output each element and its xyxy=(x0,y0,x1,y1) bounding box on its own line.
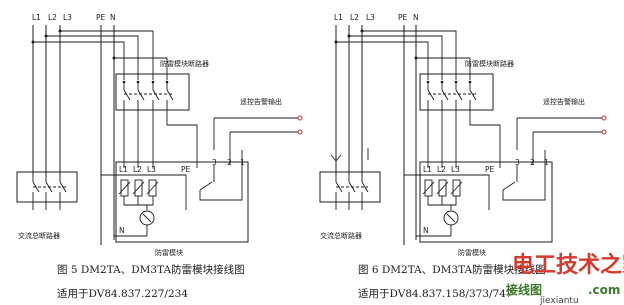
diagram-left: L1 L2 L3 PE N 防雷模块断路器 xyxy=(16,13,303,300)
watermark-domain-cn: 接线图 xyxy=(506,282,542,297)
terminal-l2-label-r: L2 xyxy=(350,13,359,22)
module-l2-label-r: L2 xyxy=(437,165,446,174)
terminal-l3-label-r: L3 xyxy=(366,13,375,22)
surge-module-box xyxy=(115,161,249,243)
surge-breaker-box-r xyxy=(419,73,494,111)
surge-breaker-label: 防雷模块断路器 xyxy=(160,59,209,68)
caption-left: 图 5 DM2TA、DM3TA防雷模块接线图 xyxy=(57,263,245,276)
surge-module-label-r: 防雷模块 xyxy=(458,248,486,257)
surge-breaker-box xyxy=(115,73,190,111)
module-terminal-3: 3 xyxy=(212,158,217,167)
module-l3-label-r: L3 xyxy=(451,165,460,174)
terminal-l1-label-r: L1 xyxy=(334,13,343,22)
applies-to-right: 适用于DV84.837.158/373/747 xyxy=(358,288,513,300)
terminal-n-label-r: N xyxy=(413,13,419,22)
watermark-domain-en: .com xyxy=(588,283,620,297)
alarm-output-label-r: 遥控告警输出 xyxy=(543,97,585,106)
surge-module-box-r xyxy=(419,161,553,243)
terminal-pe-label-r: PE xyxy=(398,13,408,22)
module-l1-label: L1 xyxy=(119,165,128,174)
terminal-l3-label: L3 xyxy=(63,13,72,22)
ac-breaker-box xyxy=(16,171,78,203)
terminal-n-label: N xyxy=(110,13,116,22)
module-pe-label-r: PE xyxy=(485,165,495,174)
surge-breaker-label-r: 防雷模块断路器 xyxy=(465,59,514,68)
terminal-l1-label: L1 xyxy=(32,13,41,22)
watermark-url: jiexiantu xyxy=(539,296,579,305)
ac-breaker-label-r: 交流总断路器 xyxy=(320,231,362,240)
caption-right: 图 6 DM2TA、DM3TA防雷模块接线图 xyxy=(358,263,546,276)
applies-to-left: 适用于DV84.837.227/234 xyxy=(57,288,188,300)
module-pe-label: PE xyxy=(181,165,191,174)
terminal-l2-label: L2 xyxy=(48,13,57,22)
module-n-label: N xyxy=(119,226,125,235)
ac-breaker-box-r xyxy=(319,171,381,203)
terminal-pe-label: PE xyxy=(96,13,106,22)
module-l2-label: L2 xyxy=(133,165,142,174)
diagram-right: L1 L2 L3 PE N 防雷模块断路器 遥控告警输出 xyxy=(319,13,607,300)
module-terminal-1: 1 xyxy=(240,158,245,167)
module-l1-label-r: L1 xyxy=(423,165,432,174)
ac-breaker-label: 交流总断路器 xyxy=(18,231,60,240)
watermark: 电工技术之家 接线图 .com jiexiantu xyxy=(506,252,624,305)
module-terminal-2: 2 xyxy=(227,158,232,167)
module-l3-label: L3 xyxy=(147,165,156,174)
alarm-output-label: 遥控告警输出 xyxy=(240,97,282,106)
watermark-title: 电工技术之家 xyxy=(512,252,624,278)
module-terminal-3-r: 3 xyxy=(515,158,520,167)
surge-module-label: 防雷模块 xyxy=(155,248,183,257)
module-n-label-r: N xyxy=(423,226,429,235)
module-terminal-2-r: 2 xyxy=(530,158,535,167)
module-terminal-1-r: 1 xyxy=(544,158,549,167)
